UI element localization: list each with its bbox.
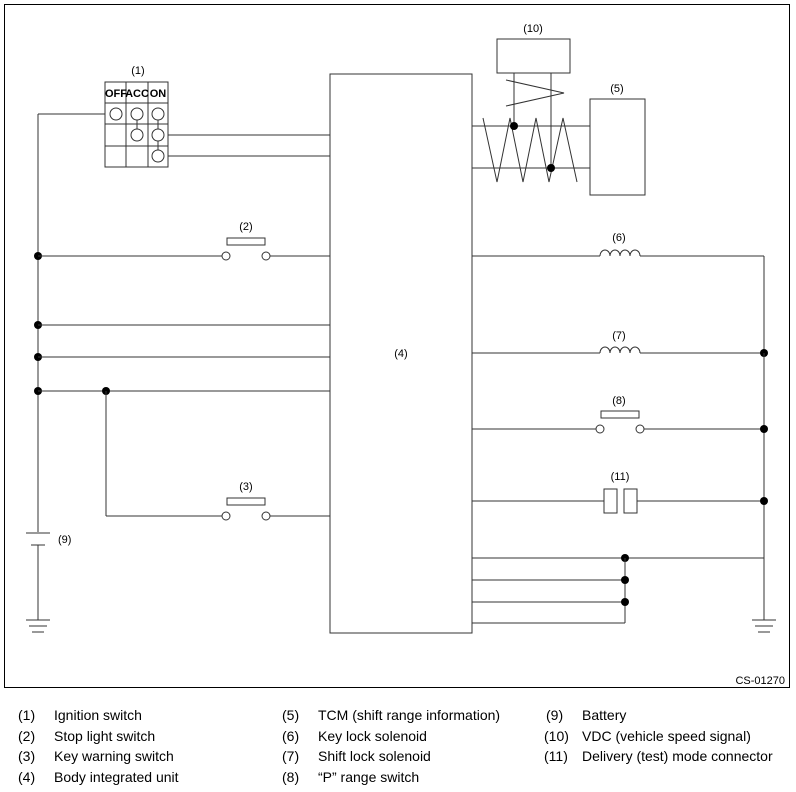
shift-lock-solenoid: (7) [599,330,641,354]
key-lock-solenoid-label: (6) [612,232,625,244]
ground-left [26,619,50,633]
figure-code: CS-01270 [735,675,785,687]
diagram-frame [4,4,790,688]
ignition-switch-label: (1) [131,65,144,77]
delivery-connector-label: (11) [611,471,630,483]
ignition-pos-acc: ACC [125,88,149,100]
ignition-pos-on: ON [150,88,167,100]
tcm-label: (5) [610,83,623,95]
vdc-block: (10) [496,23,571,74]
body-unit-label: (4) [394,348,407,360]
legend: (1) Ignition switch (2) Stop light switc… [18,707,773,785]
ignition-switch: (1) OFF ACC ON [104,65,169,168]
battery-label: (9) [58,534,71,546]
vdc-label: (10) [523,23,543,35]
wiring-diagram: (4) (1) OFF ACC ON (2) [26,23,785,687]
key-warning-switch: (3) [221,481,271,521]
ignition-pos-off: OFF [105,88,127,100]
key-warning-switch-label: (3) [239,481,252,493]
p-range-switch: (8) [595,395,645,434]
stop-light-switch-label: (2) [239,221,252,233]
delivery-mode-connector: (11) [603,471,638,514]
key-lock-solenoid: (6) [599,232,641,257]
battery: (9) [26,532,71,546]
p-range-switch-label: (8) [612,395,625,407]
tcm-block: (5) [589,83,646,196]
ground-right [752,619,776,633]
shift-lock-solenoid-label: (7) [612,330,625,342]
stop-light-switch: (2) [221,221,271,261]
